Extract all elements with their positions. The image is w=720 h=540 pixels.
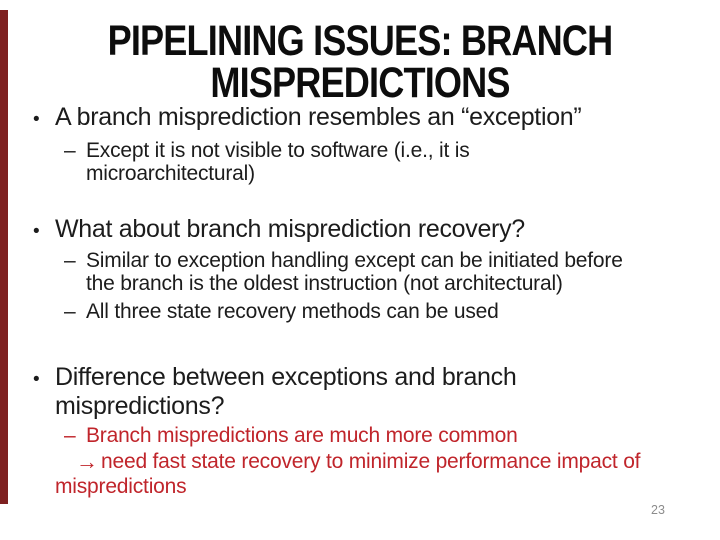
left-accent-bar <box>0 10 8 504</box>
bullet-item-1-text: A branch misprediction resembles an “exc… <box>55 103 582 131</box>
slide-title-line-1: PIPELINING ISSUES: BRANCH <box>107 17 614 65</box>
red-continuation-text: mispredictions <box>55 475 187 498</box>
bullet-item-2-text: What about branch misprediction recovery… <box>55 215 525 243</box>
red-sub-bullet-text: Branch mispredictions are much more comm… <box>86 424 518 447</box>
dash-icon: – <box>64 300 76 323</box>
sub-bullet-1-line-1: Except it is not visible to software (i.… <box>86 139 470 162</box>
sub-bullet-2b-text: All three state recovery methods can be … <box>86 300 499 323</box>
sub-bullet-1-line-2: microarchitectural) <box>86 162 255 185</box>
red-arrow-line-text: need fast state recovery to minimize per… <box>101 450 641 473</box>
slide-title: PIPELINING ISSUES: BRANCH MISPREDICTIONS <box>58 17 663 107</box>
sub-bullet-2a-line-2: the branch is the oldest instruction (no… <box>86 272 563 295</box>
slide-title-line-2: MISPREDICTIONS <box>210 59 510 107</box>
bullet-item-3-line-1: Difference between exceptions and branch <box>55 363 517 391</box>
bullet-icon: • <box>33 109 40 130</box>
dash-icon: – <box>64 139 76 162</box>
sub-bullet-2a-line-1: Similar to exception handling except can… <box>86 249 623 272</box>
dash-icon: – <box>64 249 76 272</box>
dash-icon: – <box>64 424 76 447</box>
page-number: 23 <box>651 503 665 517</box>
bullet-item-3-line-2: mispredictions? <box>55 392 225 420</box>
arrow-icon: → <box>76 449 98 474</box>
bullet-icon: • <box>33 221 40 242</box>
bullet-icon: • <box>33 369 40 390</box>
